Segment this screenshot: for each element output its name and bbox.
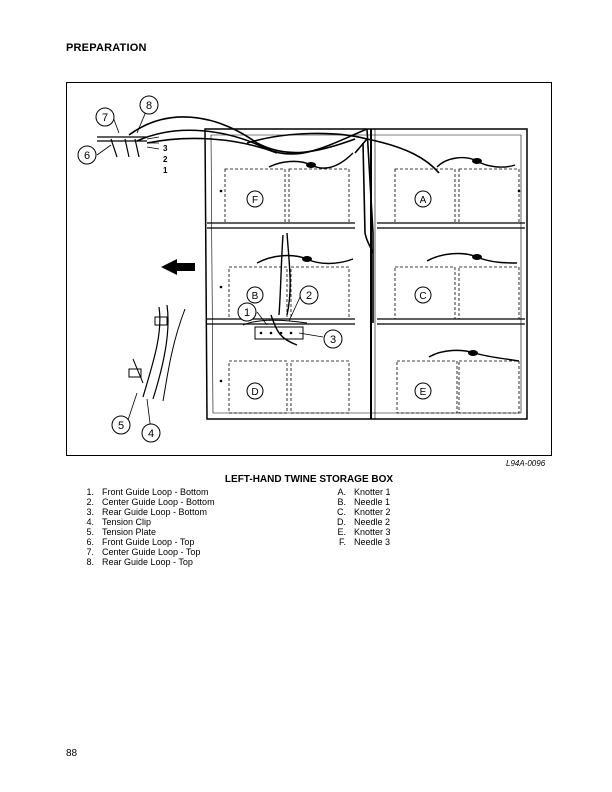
callout-e: E <box>414 382 432 400</box>
svg-text:5: 5 <box>118 420 124 432</box>
legend-item: C.Knotter 2 <box>337 507 391 517</box>
legend-item: B.Needle 1 <box>337 497 391 507</box>
legend-item: 4.Tension Clip <box>86 517 152 527</box>
numbered-legend: 1.Front Guide Loop - Bottom 2.Center Gui… <box>78 487 215 567</box>
svg-text:E: E <box>420 387 427 398</box>
svg-text:8: 8 <box>146 100 152 112</box>
legend-item: 3.Rear Guide Loop - Bottom <box>86 507 208 517</box>
svg-text:1: 1 <box>244 307 250 319</box>
legend-item: 2.Center Guide Loop - Bottom <box>86 497 215 507</box>
guide-position-2: 2 <box>163 155 168 164</box>
guide-position-3: 3 <box>163 144 168 153</box>
svg-text:D: D <box>251 387 258 398</box>
svg-text:6: 6 <box>84 150 90 162</box>
lettered-legend: A.Knotter 1 B.Needle 1 C.Knotter 2 D.Nee… <box>330 487 391 547</box>
guide-position-1: 1 <box>163 166 168 175</box>
legend-item: 5.Tension Plate <box>86 527 157 537</box>
legend-item: 1.Front Guide Loop - Bottom <box>86 487 209 497</box>
twine-box-illustration: 1 2 3 4 5 6 7 <box>77 95 528 443</box>
callout-5: 5 <box>111 415 131 435</box>
page-number: 88 <box>66 748 78 759</box>
callout-3: 3 <box>323 329 343 349</box>
callout-d: D <box>246 382 264 400</box>
callout-1: 1 <box>237 302 257 322</box>
callout-a: A <box>414 190 432 208</box>
svg-text:7: 7 <box>102 112 108 124</box>
figure-title: LEFT-HAND TWINE STORAGE BOX <box>224 474 394 485</box>
figure-code: L94A-0096 <box>506 459 546 468</box>
callout-f: F <box>246 190 264 208</box>
callout-6: 6 <box>77 145 97 165</box>
svg-text:C: C <box>419 291 426 302</box>
section-header: PREPARATION <box>66 42 147 54</box>
legend-item: A.Knotter 1 <box>337 487 391 497</box>
svg-text:4: 4 <box>148 428 154 440</box>
legend-item: 6.Front Guide Loop - Top <box>86 537 195 547</box>
svg-text:A: A <box>420 195 427 206</box>
direction-arrow-icon <box>161 259 195 275</box>
svg-text:F: F <box>252 195 258 206</box>
callout-b: B <box>246 286 264 304</box>
svg-text:2: 2 <box>306 290 312 302</box>
legend-item: F.Needle 3 <box>338 537 391 547</box>
svg-text:B: B <box>252 291 259 302</box>
legend-item: 7.Center Guide Loop - Top <box>86 547 201 557</box>
callout-2: 2 <box>299 285 319 305</box>
callout-c: C <box>414 286 432 304</box>
legend-item: D.Needle 2 <box>337 517 391 527</box>
twine-box-figure: 1 2 3 4 5 6 7 <box>66 82 552 456</box>
callout-7: 7 <box>95 107 115 127</box>
callout-4: 4 <box>141 423 161 443</box>
legend-item: E.Knotter 3 <box>337 527 391 537</box>
legend-item: 8.Rear Guide Loop - Top <box>86 557 193 567</box>
svg-text:3: 3 <box>330 334 336 346</box>
callout-8: 8 <box>139 95 159 115</box>
